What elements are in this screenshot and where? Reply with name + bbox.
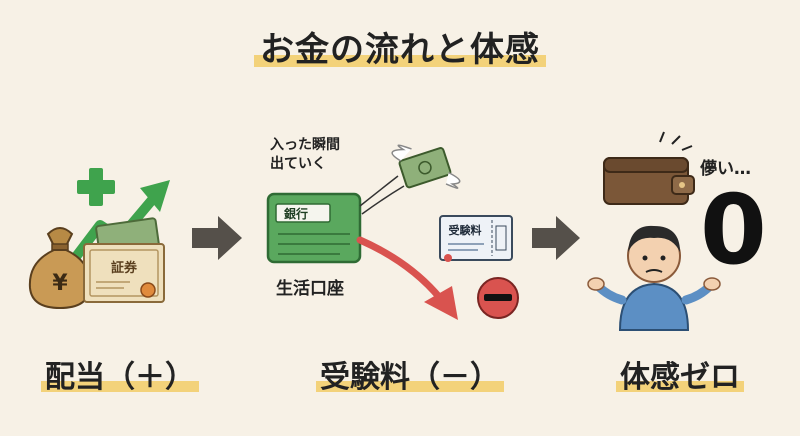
caption-line-2: 出ていく xyxy=(270,156,326,172)
dividend-label: 配当（＋） xyxy=(20,352,220,396)
caption-leaving: 入った瞬間 出ていく xyxy=(270,136,340,174)
zero-value: 0 xyxy=(700,174,767,286)
stress-line xyxy=(681,145,693,151)
bankbook-icon: 銀行 xyxy=(266,192,362,264)
page-title: お金の流れと体感 xyxy=(0,22,800,71)
motion-line xyxy=(361,185,405,215)
downward-arrow-icon xyxy=(356,236,458,320)
exam-fee-label: 受験料（－） xyxy=(300,352,520,396)
flow-arrow-1-icon xyxy=(192,216,242,260)
motion-line xyxy=(359,175,399,207)
empty-wallet-icon xyxy=(603,157,695,205)
ticket-text: 受験料 xyxy=(449,223,482,237)
account-label: 生活口座 xyxy=(276,279,344,299)
fleeting-text: 儚い… xyxy=(700,159,751,179)
shrugging-person-icon xyxy=(587,225,721,331)
certificate-icon: 証券 xyxy=(83,243,165,303)
minus-icon xyxy=(477,277,519,319)
stress-line xyxy=(659,131,665,143)
certificate-text: 証券 xyxy=(111,260,138,276)
money-bag-icon: ¥ xyxy=(28,227,92,310)
felt-zero-label: 体感ゼロ xyxy=(590,352,770,396)
flow-arrow-2-icon xyxy=(532,216,580,260)
ticket-icon: 受験料 xyxy=(439,215,513,262)
stress-line xyxy=(671,135,681,145)
bankbook-text: 銀行 xyxy=(283,206,308,221)
caption-line-1: 入った瞬間 xyxy=(270,137,340,153)
plus-icon xyxy=(77,168,115,206)
flying-money-icon xyxy=(391,144,461,189)
yen-mark: ¥ xyxy=(52,271,68,296)
